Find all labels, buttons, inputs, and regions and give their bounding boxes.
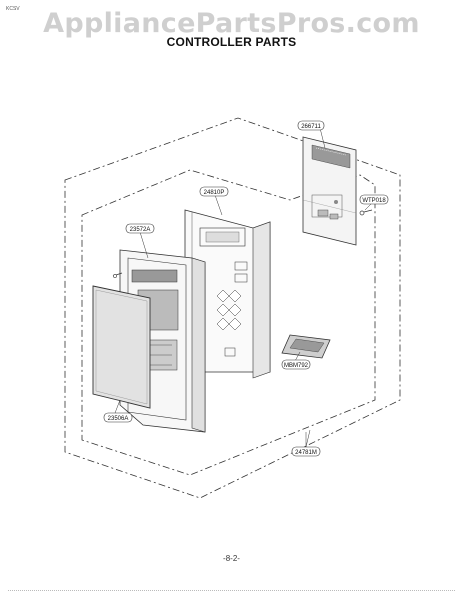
label-266711: 266711 <box>301 124 321 130</box>
front-panel-film <box>92 285 151 409</box>
callout-24781m: 24781M <box>291 446 321 457</box>
callout-24810p: 24810P <box>199 186 229 197</box>
control-frame <box>184 209 271 379</box>
callout-mbm792: MBM792 <box>281 359 311 370</box>
bottom-divider <box>8 590 455 591</box>
page-number: -8-2- <box>223 554 240 563</box>
pcb-board <box>302 136 357 246</box>
watermark: AppliancePartsPros.com <box>43 8 420 39</box>
callout-wtp018: WTP018 <box>359 194 389 205</box>
callout-23572a: 23572A <box>125 223 155 234</box>
label-24810p: 24810P <box>204 190 225 196</box>
callout-266711: 266711 <box>297 120 325 131</box>
corner-code: KCSV <box>6 6 20 12</box>
outer-dashed-boundary <box>64 117 401 499</box>
page-title: CONTROLLER PARTS <box>166 35 297 49</box>
inner-dashed-boundary <box>81 169 376 476</box>
label-wtp018: WTP018 <box>362 198 386 204</box>
label-23572a: 23572A <box>130 227 151 233</box>
label-mbm792: MBM792 <box>284 363 309 369</box>
label-23506a: 23506A <box>108 416 129 422</box>
label-24781m: 24781M <box>295 450 317 456</box>
panel-screw <box>112 272 123 278</box>
membrane-connector <box>281 334 331 359</box>
screw <box>359 209 373 216</box>
callout-23506a: 23506A <box>103 412 133 423</box>
